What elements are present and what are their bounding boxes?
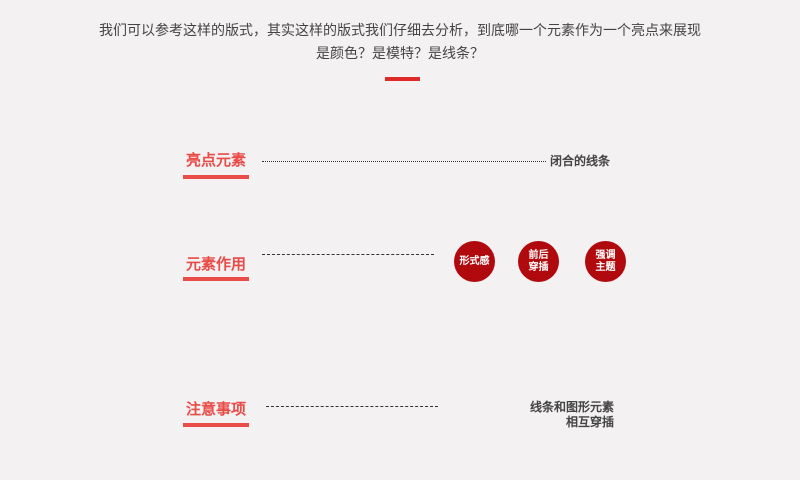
intro-line-2: 是颜色？是模特？是线条？	[316, 46, 484, 62]
section-title-element-function: 元素作用	[185, 255, 246, 273]
circle-badge-emphasize-theme: 强调 主题	[585, 241, 626, 282]
note-line-1: 线条和图形元素	[529, 400, 614, 414]
circle-badge-form-sense: 形式感	[454, 241, 495, 282]
circle-label-line2: 穿插	[528, 261, 549, 273]
interlace-note-label: 线条和图形元素 相互穿插	[500, 400, 614, 430]
circle-label-line2: 主题	[595, 261, 616, 273]
section-title-notes: 注意事项	[185, 400, 246, 418]
dotted-connector-line	[262, 161, 546, 162]
note-line-2: 相互穿插	[565, 415, 614, 429]
section-title-highlight-element: 亮点元素	[185, 151, 246, 169]
intro-paragraph: 我们可以参考这样的版式，其实这样的版式我们仔细去分析，到底哪一个元素作为一个亮点…	[0, 20, 800, 66]
circle-badge-interlace: 前后 穿插	[518, 241, 559, 282]
dashed-connector-line	[266, 406, 438, 407]
circle-label-line1: 前后	[528, 249, 549, 261]
section-underline	[183, 175, 249, 179]
intro-line-1: 我们可以参考这样的版式，其实这样的版式我们仔细去分析，到底哪一个元素作为一个亮点…	[99, 23, 701, 39]
circle-label-line1: 强调	[595, 249, 616, 261]
section-underline	[183, 277, 249, 281]
circle-label: 形式感	[459, 255, 490, 267]
closed-lines-label: 闭合的线条	[550, 154, 611, 168]
section-underline	[183, 423, 249, 427]
intro-divider-bar	[385, 77, 420, 81]
dashed-connector-line	[262, 254, 434, 255]
